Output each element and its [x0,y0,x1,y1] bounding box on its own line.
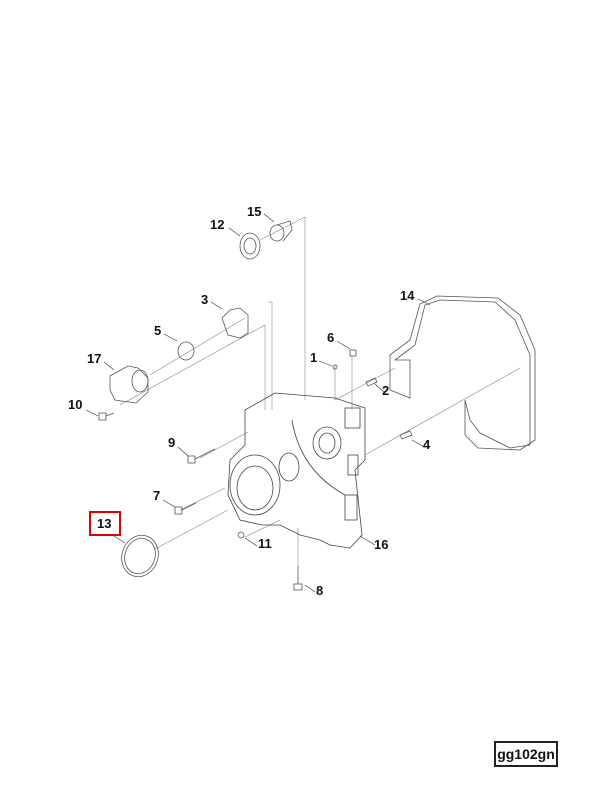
callout-15[interactable]: 15 [247,204,262,219]
reference-code: gg102gn [494,741,558,767]
callout-17[interactable]: 17 [87,351,102,366]
callout-4[interactable]: 4 [423,437,431,452]
callout-7[interactable]: 7 [153,488,161,503]
part-1-plug [332,364,338,370]
callout-11[interactable]: 11 [258,536,272,551]
part-13-seal [121,534,159,578]
part-2-dowel [365,377,378,387]
part-6-plug [349,349,357,357]
callout-3[interactable]: 3 [201,292,209,307]
part-8-bolt [293,566,303,591]
callout-5[interactable]: 5 [154,323,162,338]
highlight-box [89,511,121,536]
callout-9[interactable]: 9 [168,435,176,450]
part-16-front-cover [227,392,366,549]
callout-8[interactable]: 8 [316,583,324,598]
callout-14[interactable]: 14 [400,288,415,303]
callout-10[interactable]: 10 [68,397,83,412]
callout-16[interactable]: 16 [374,537,389,552]
alignment-lines [119,216,521,570]
part-5-oring [177,341,195,361]
callout-1[interactable]: 1 [310,350,318,365]
part-9-bolt [187,448,216,464]
part-4-dowel [399,430,413,440]
part-12-seal [239,232,261,260]
part-15-bushing [269,220,293,242]
part-10-bolt [98,412,115,421]
callout-12[interactable]: 12 [210,217,225,232]
part-3-gasket [221,307,249,339]
callout-leaders [85,213,431,593]
part-7-bolt [174,502,197,515]
part-11-nut [237,531,245,539]
part-17-cover [109,365,149,404]
callout-2[interactable]: 2 [382,383,390,398]
part-14-gasket [389,295,536,451]
callout-6[interactable]: 6 [327,330,335,345]
callout-13[interactable]: 13 [97,516,112,531]
